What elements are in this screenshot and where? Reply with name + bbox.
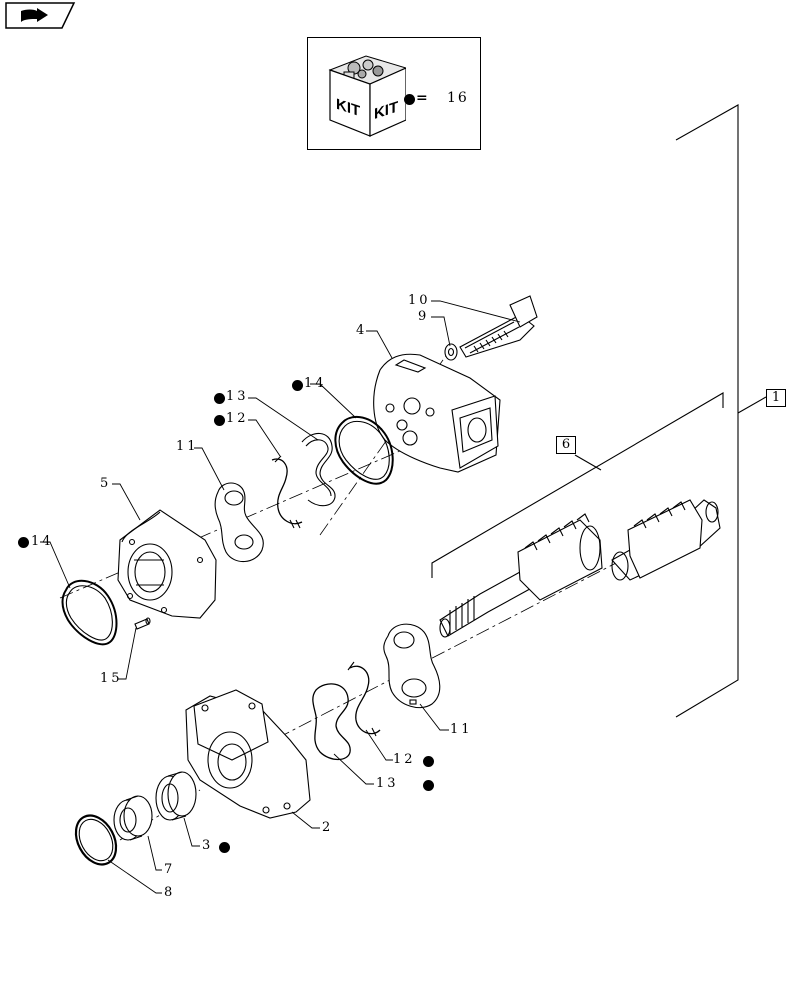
bracket-1 — [675, 104, 767, 718]
part-washer-9 — [444, 343, 458, 361]
kit-dot-13-lower — [423, 780, 434, 791]
part-seal-14-upper — [334, 416, 394, 485]
callout-13-upper: 13 — [226, 389, 249, 404]
part-seal-14-left — [61, 580, 118, 646]
callout-6: 6 — [556, 436, 576, 454]
part-drive-shaft — [439, 513, 603, 638]
callout-13-lower: 13 — [376, 776, 399, 791]
callout-15: 15 — [100, 671, 123, 686]
callout-14-left: 14 — [31, 534, 54, 549]
part-backup-12-lower — [347, 661, 381, 737]
part-backup-12-upper — [271, 455, 303, 529]
callout-8: 8 — [164, 885, 176, 900]
kit-legend: KIT KIT = 16 — [307, 37, 481, 150]
nav-arrow-button[interactable] — [4, 2, 76, 30]
part-seal-7 — [113, 795, 153, 841]
kit-equals: = — [416, 90, 428, 106]
callout-1: 1 — [766, 389, 786, 407]
part-ring-8 — [74, 814, 118, 866]
kit-dot-12-lower — [423, 756, 434, 767]
kit-dot-14-upper — [292, 380, 303, 391]
kit-box-icon: KIT KIT — [328, 55, 406, 137]
callout-12-upper: 12 — [226, 411, 249, 426]
kit-number: 16 — [447, 90, 469, 106]
callout-2: 2 — [322, 820, 334, 835]
part-bearing-3 — [155, 771, 197, 821]
kit-dot-14-left — [18, 537, 29, 548]
bracket-6 — [431, 392, 724, 578]
kit-dot-13-upper — [214, 393, 225, 404]
part-end-cover-4 — [373, 353, 501, 473]
part-plate-11-lower — [383, 623, 441, 709]
part-bolt-10 — [459, 295, 538, 358]
callout-5: 5 — [100, 476, 112, 491]
kit-dot-12-upper — [214, 415, 225, 426]
callout-14-upper: 14 — [304, 376, 327, 391]
callout-10: 10 — [408, 293, 431, 308]
part-seal-13-upper — [301, 432, 336, 507]
part-plate-11-upper — [214, 482, 264, 563]
arrow-right-icon — [5, 2, 76, 29]
part-flange-2 — [185, 689, 311, 819]
callout-12-lower: 12 — [393, 752, 416, 767]
callout-3: 3 — [202, 838, 214, 853]
callout-11-upper: 11 — [176, 439, 199, 454]
callout-11-lower: 11 — [450, 722, 473, 737]
callout-7: 7 — [164, 862, 176, 877]
kit-marker-dot — [404, 94, 415, 105]
part-seal-13-lower — [312, 683, 351, 761]
callout-4: 4 — [356, 323, 368, 338]
part-driven-gear — [611, 499, 721, 581]
callout-9: 9 — [418, 309, 430, 324]
part-dowel-15 — [134, 617, 151, 630]
part-gear-housing-5 — [117, 509, 217, 619]
kit-dot-3 — [219, 842, 230, 853]
